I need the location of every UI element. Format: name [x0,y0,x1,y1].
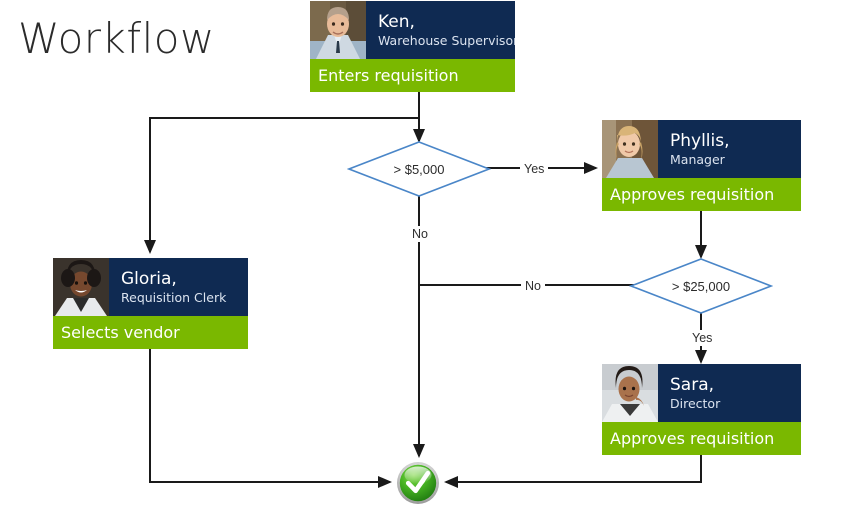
role-action: Enters requisition [310,59,515,92]
edge-label-d2-no: No [521,278,545,294]
photo-ken-svg [310,1,366,59]
edge-label-d2-yes: Yes [688,330,717,346]
edge-ken-to-gloria [144,117,419,254]
role-card-sara[interactable]: Sara, Director Approves requisition [602,364,805,462]
diamond-shape [628,258,774,314]
role-name: Ken, [378,11,415,32]
photo-phyllis-svg [602,120,658,178]
person-photo-phyllis [602,120,658,178]
photo-gloria-svg [53,258,109,316]
edge-sara-to-end [444,455,702,488]
edge-label-d1-yes: Yes [520,161,549,177]
role-action: Approves requisition [602,422,801,455]
role-action: Approves requisition [602,178,801,211]
role-text: Gloria, Requisition Clerk [109,258,248,316]
green-check-circle-icon [397,462,439,504]
page-title: Workflow [18,14,215,63]
role-card-ken[interactable]: Ken, Warehouse Supervisor Enters requisi… [310,1,519,99]
person-photo-sara [602,364,658,422]
role-title: Manager [670,152,725,168]
role-name: Phyllis, [670,130,730,151]
role-text: Phyllis, Manager [658,120,801,178]
decision-node-5000[interactable]: > $5,000 [346,140,492,198]
edge-gloria-to-end [149,344,392,488]
role-header: Sara, Director [602,364,801,422]
person-photo-ken [310,1,366,59]
role-header: Phyllis, Manager [602,120,801,178]
end-node[interactable] [396,461,440,505]
role-title: Director [670,396,721,412]
role-name: Gloria, [121,268,177,289]
role-title: Requisition Clerk [121,290,227,306]
decision-label: > $25,000 [671,278,731,294]
role-card-phyllis[interactable]: Phyllis, Manager Approves requisition [602,120,805,218]
role-action: Selects vendor [53,316,248,349]
photo-sara-svg [602,364,658,422]
edge-label-d1-no: No [408,226,432,242]
role-title: Warehouse Supervisor [378,33,515,49]
role-card-gloria[interactable]: Gloria, Requisition Clerk Selects vendor [53,258,252,356]
person-photo-gloria [53,258,109,316]
role-name: Sara, [670,374,715,395]
role-header: Ken, Warehouse Supervisor [310,1,515,59]
diamond-shape [346,141,492,197]
role-text: Ken, Warehouse Supervisor [366,1,515,59]
decision-label: > $5,000 [393,161,445,177]
decision-node-25000[interactable]: > $25,000 [628,257,774,315]
role-header: Gloria, Requisition Clerk [53,258,248,316]
role-text: Sara, Director [658,364,801,422]
